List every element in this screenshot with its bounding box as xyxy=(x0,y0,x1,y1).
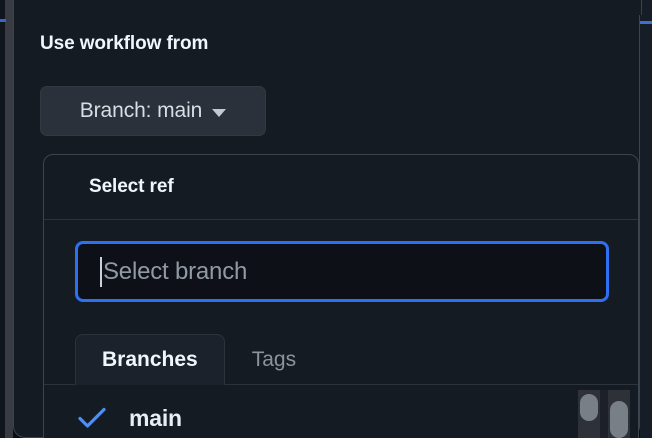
branch-list: main xyxy=(44,385,638,438)
tab-branches-label: Branches xyxy=(102,347,198,371)
ref-selector-title: Select ref xyxy=(89,176,174,197)
ref-type-tabs: Branches Tags xyxy=(44,333,638,385)
branch-selector-label: Branch: main xyxy=(79,99,203,122)
tab-tags[interactable]: Tags xyxy=(225,334,323,385)
chevron-down-icon xyxy=(212,108,227,117)
search-input-placeholder: Select branch xyxy=(103,257,248,285)
tab-branches[interactable]: Branches xyxy=(75,334,225,385)
background-left-strip xyxy=(0,0,5,438)
background-accent-line-left xyxy=(0,19,6,22)
scrollbar-gutter xyxy=(600,390,608,438)
list-item-label: main xyxy=(129,404,182,431)
check-icon xyxy=(75,406,109,430)
scrollbar-page[interactable] xyxy=(608,390,630,438)
scrollbar-branch-list[interactable] xyxy=(578,390,600,438)
run-workflow-dialog: Use workflow from Branch: main Select re… xyxy=(13,0,642,438)
background-left-divider xyxy=(5,0,13,438)
list-item[interactable]: main xyxy=(44,395,638,438)
background-right-column xyxy=(640,0,652,438)
scrollbar-thumb[interactable] xyxy=(580,394,598,421)
ref-selector-header: Select ref xyxy=(44,155,638,220)
search-input[interactable]: Select branch xyxy=(75,241,609,302)
text-cursor xyxy=(100,256,102,287)
ref-search-container: Select branch xyxy=(44,220,638,324)
scrollbar-thumb[interactable] xyxy=(610,401,628,438)
branch-selector-button[interactable]: Branch: main xyxy=(40,86,266,136)
tab-tags-label: Tags xyxy=(251,347,297,371)
background-accent-line-right xyxy=(640,21,652,24)
page-title: Use workflow from xyxy=(40,33,209,54)
ref-selector-panel: Select ref Select branch Branches Tags xyxy=(43,154,639,438)
